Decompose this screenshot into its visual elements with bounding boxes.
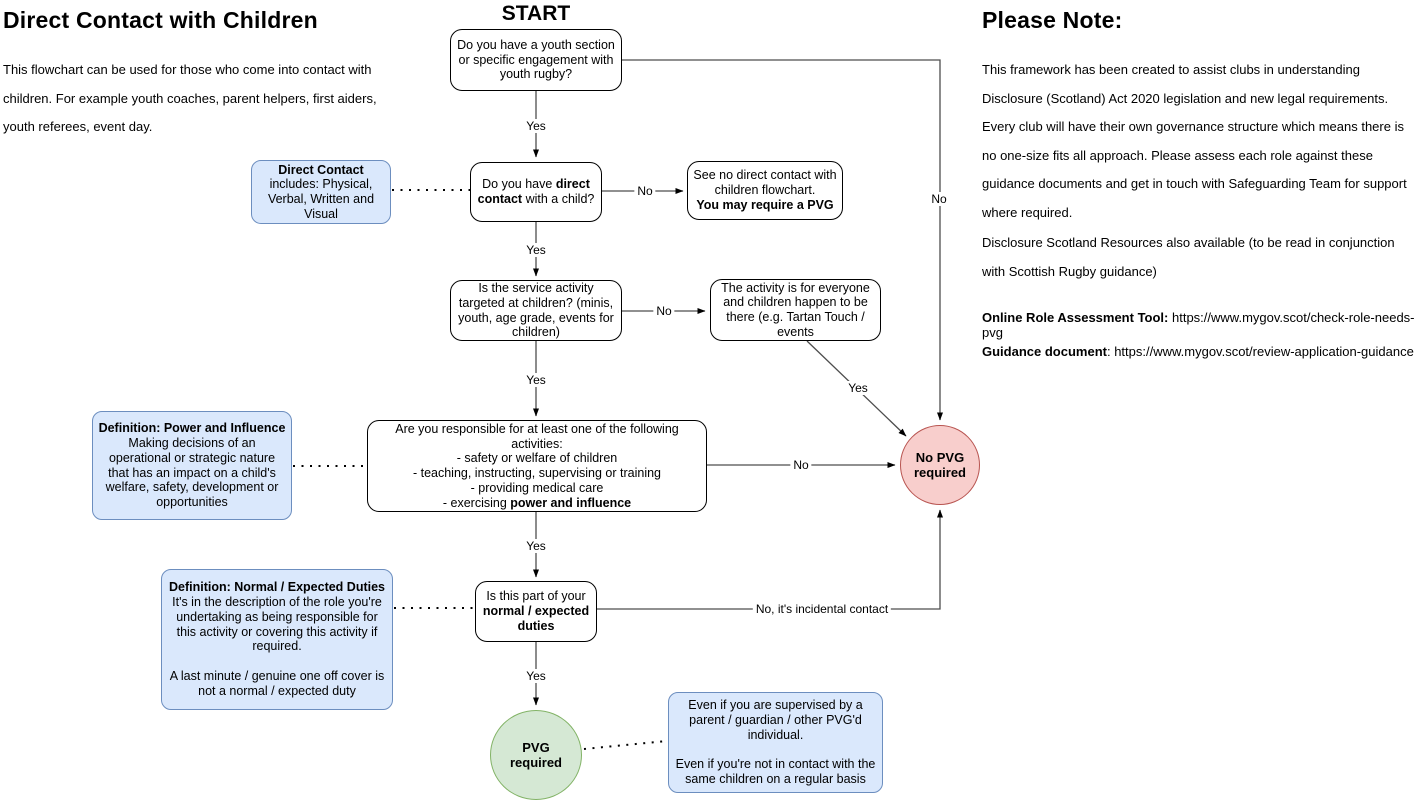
node-responsible-text: Are you responsible for at least one of … [395,421,679,510]
node-youth-section-text: Do you have a youth section or specific … [457,37,615,82]
terminal-no-pvg-text: No PVG required [913,449,966,480]
edge-label-targeted-no: No [653,304,675,318]
terminal-pvg-text: PVG required [509,739,562,770]
node-everyone-text: The activity is for everyone and childre… [721,280,870,339]
edge-duties-no [597,509,943,610]
note-pvg-conditions-text: Even if you are supervised by a parent /… [675,698,876,787]
note-direct-contact-definition: Direct Contact includes: Physical, Verba… [251,160,391,224]
edge-label-responsible-yes: Yes [523,539,549,553]
edge-label-everyone-yes: Yes [845,381,871,395]
page-title: Direct Contact with Children [3,7,318,33]
dotted-link-pvg [583,740,668,750]
resources-paragraph: Disclosure Scotland Resources also avail… [982,235,1395,279]
edge-label-duties-no-incidental: No, it's incidental contact [752,602,892,616]
node-duties-text: Is this part of your normal / expected d… [482,589,590,633]
guidance-document-label: Guidance document [982,344,1107,359]
node-responsible: Are you responsible for at least one of … [367,420,707,512]
note-duties-definition: Definition: Normal / Expected Duties It'… [161,569,393,710]
node-duties: Is this part of your normal / expected d… [475,581,597,642]
edge-label-start-no: No [928,192,950,206]
note-power-definition-text: Definition: Power and Influence Making d… [98,421,286,509]
terminal-no-pvg-required: No PVG required [900,425,980,505]
guidance-document-url: : https://www.mygov.scot/review-applicat… [1106,344,1414,359]
node-direct-contact: Do you have direct contact with a child? [470,162,602,222]
note-power-definition: Definition: Power and Influence Making d… [92,411,292,520]
role-assessment-tool-label: Online Role Assessment Tool: [982,310,1169,325]
note-direct-contact-text: Direct Contact includes: Physical, Verba… [267,162,375,221]
edge-start-no [622,59,943,421]
role-assessment-tool-url: https://www.mygov.scot/check-role-needs-… [982,310,1415,340]
guidance-document-line: Guidance document: https://www.mygov.sco… [982,344,1420,359]
edge-label-duties-yes: Yes [523,669,549,683]
node-everyone: The activity is for everyone and childre… [710,279,881,341]
edge-label-direct-yes: Yes [523,243,549,257]
note-pvg-conditions: Even if you are supervised by a parent /… [668,692,883,793]
terminal-pvg-required: PVG required [490,710,582,800]
role-assessment-tool-line: Online Role Assessment Tool: https://www… [982,310,1420,340]
node-no-direct-result-text: See no direct contact with children flow… [693,168,837,212]
please-note-title: Please Note: [982,7,1123,33]
please-note-paragraph: This framework has been created to assis… [982,62,1407,220]
node-no-direct-result: See no direct contact with children flow… [687,161,843,220]
start-label: START [501,2,571,25]
page-description: This flowchart can be used for those who… [3,62,377,134]
note-duties-definition-text: Definition: Normal / Expected Duties It'… [168,580,385,698]
edge-label-direct-no: No [634,184,656,198]
node-direct-contact-text: Do you have direct contact with a child? [477,177,595,206]
edge-label-responsible-no: No [790,458,812,472]
node-targeted: Is the service activity targeted at chil… [450,280,622,341]
edge-label-start-yes: Yes [523,119,549,133]
node-youth-section: Do you have a youth section or specific … [450,29,622,91]
node-targeted-text: Is the service activity targeted at chil… [458,281,614,340]
edge-label-targeted-yes: Yes [523,373,549,387]
